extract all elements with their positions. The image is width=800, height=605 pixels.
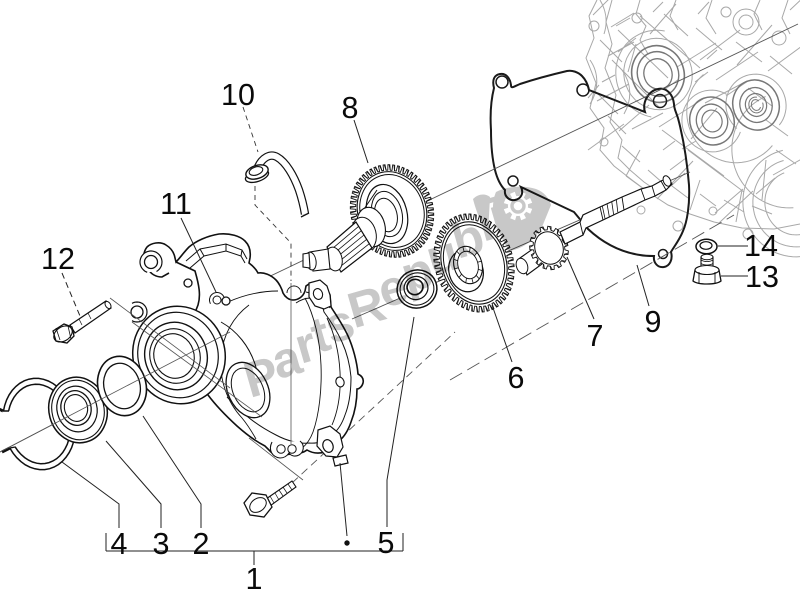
svg-text:4: 4 [111, 527, 128, 561]
svg-text:2: 2 [193, 527, 210, 561]
svg-text:8: 8 [342, 91, 359, 125]
svg-text:10: 10 [221, 78, 255, 112]
svg-text:13: 13 [745, 260, 779, 294]
svg-text:5: 5 [378, 526, 395, 560]
svg-text:3: 3 [153, 527, 170, 561]
svg-text:6: 6 [508, 361, 525, 395]
svg-text:12: 12 [41, 242, 75, 276]
svg-text:7: 7 [587, 319, 604, 353]
svg-text:14: 14 [744, 229, 778, 263]
svg-text:1: 1 [246, 562, 263, 596]
svg-text:11: 11 [160, 187, 192, 221]
svg-text:9: 9 [645, 305, 662, 339]
